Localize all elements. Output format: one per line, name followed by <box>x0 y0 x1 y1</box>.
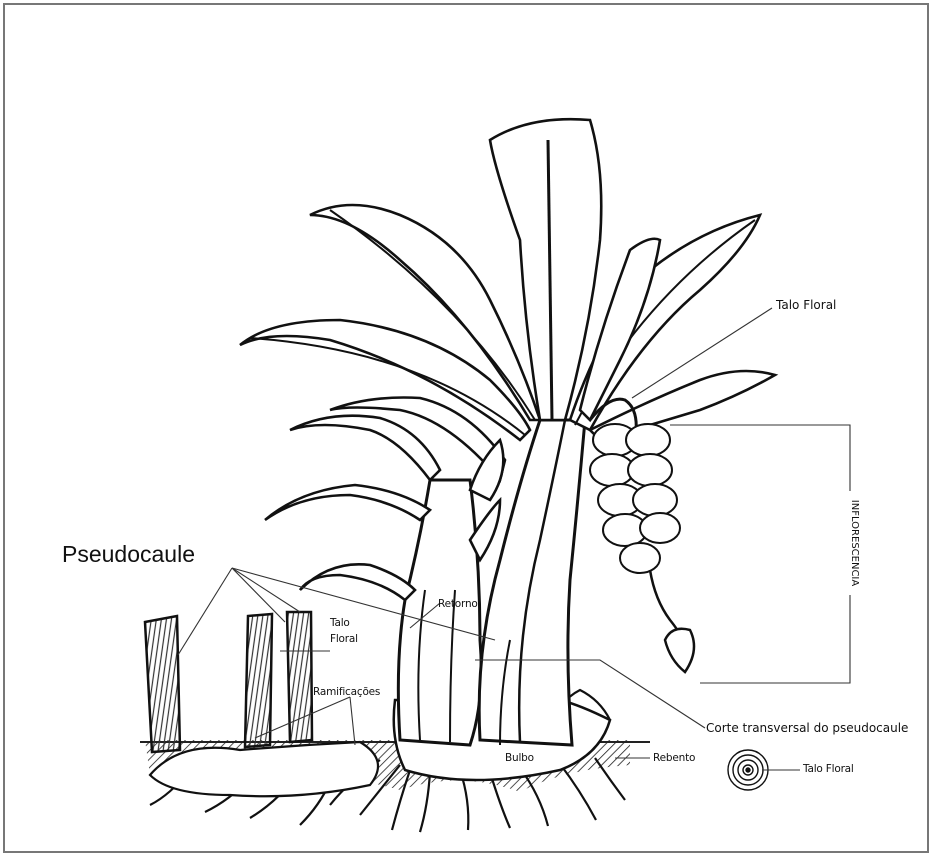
label-retorno: Retorno <box>438 598 478 610</box>
label-corte-transversal: Corte transversal do pseudocaule <box>706 721 908 735</box>
label-talo-floral-cross: Talo Floral <box>803 763 854 775</box>
label-inflorescencia: INFLORESCENCIA <box>847 491 861 595</box>
label-talo-floral-left-line1: Talo <box>330 617 350 629</box>
label-ramificacoes: Ramificações <box>313 686 380 698</box>
label-talo-floral-left-line2: Floral <box>330 633 358 645</box>
label-rebento: Rebento <box>653 752 695 764</box>
banana-bunch <box>590 399 694 672</box>
cut-stems <box>145 612 312 752</box>
label-talo-floral-top: Talo Floral <box>776 298 836 312</box>
label-pseudocaule: Pseudocaule <box>62 541 195 568</box>
secondary-stem <box>398 480 481 745</box>
label-bulbo: Bulbo <box>505 752 534 764</box>
